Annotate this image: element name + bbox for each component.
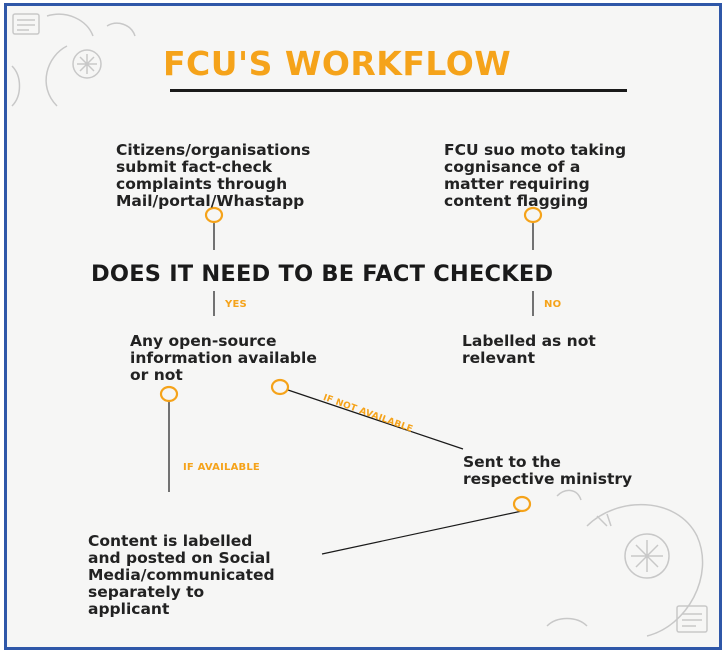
connector-not-available-to-ministry: [287, 389, 464, 450]
decision-question: DOES IT NEED TO BE FACT CHECKED: [91, 261, 554, 287]
flow-connectors: [159, 206, 543, 555]
decorative-doodle-top-left: [11, 13, 136, 107]
node-content-labelled: Content is labelled and posted on Social…: [88, 532, 275, 618]
node-citizens-complaints: Citizens/organisations submit fact-check…: [116, 141, 311, 210]
node-circle-not-available: [270, 378, 290, 396]
node-open-source: Any open-source information available or…: [130, 332, 317, 384]
node-not-relevant: Labelled as not relevant: [462, 332, 596, 367]
node-sent-to-ministry: Sent to the respective ministry: [463, 453, 633, 488]
label-no: NO: [544, 299, 562, 310]
infographic-frame: FCU'S WORKFLOW Citizens/organisations su…: [4, 3, 722, 650]
decorative-doodle-bottom-right: [546, 489, 708, 637]
node-circle-ministry: [512, 495, 532, 513]
connector-ministry-to-content: [321, 510, 523, 555]
node-circle-suo-moto: [523, 206, 543, 224]
node-circle-open-source: [159, 385, 179, 403]
label-if-available: IF AVAILABLE: [183, 462, 260, 473]
node-circle-citizens: [204, 206, 224, 224]
label-yes: YES: [225, 299, 247, 310]
diagram-title: FCU'S WORKFLOW: [163, 44, 512, 83]
node-suo-moto: FCU suo moto taking cognisance of a matt…: [444, 141, 627, 210]
title-underline: [170, 89, 627, 92]
